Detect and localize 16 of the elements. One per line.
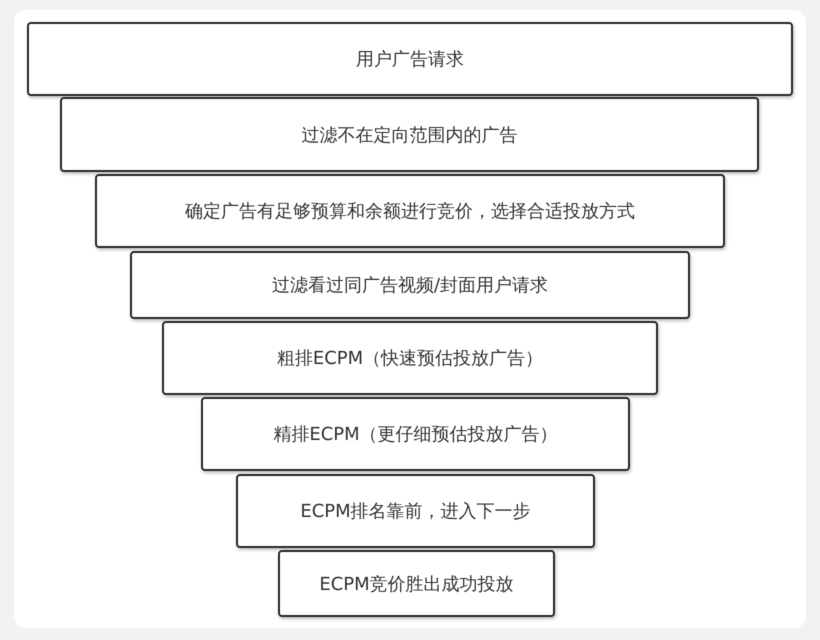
step-label: 确定广告有足够预算和余额进行竞价，选择合适投放方式 bbox=[185, 200, 635, 223]
funnel-step-box bbox=[130, 251, 690, 319]
step-label: 用户广告请求 bbox=[356, 48, 464, 71]
funnel-step-box bbox=[236, 474, 595, 548]
funnel-step-box bbox=[27, 22, 793, 96]
funnel-step-box bbox=[278, 550, 555, 617]
funnel-step-box bbox=[162, 321, 658, 395]
step-label: 过滤不在定向范围内的广告 bbox=[302, 124, 518, 146]
funnel-step-box bbox=[95, 174, 725, 248]
step-label: 精排ECPM（更仔细预估投放广告） bbox=[273, 423, 558, 446]
step-label: ECPM竞价胜出成功投放 bbox=[319, 572, 514, 596]
funnel-step-box bbox=[60, 97, 759, 172]
step-label: 过滤看过同广告视频/封面用户请求 bbox=[272, 274, 548, 297]
funnel-step-box bbox=[201, 397, 630, 471]
step-label: 粗排ECPM（快速预估投放广告） bbox=[276, 347, 544, 370]
step-label: ECPM排名靠前，进入下一步 bbox=[300, 500, 531, 523]
